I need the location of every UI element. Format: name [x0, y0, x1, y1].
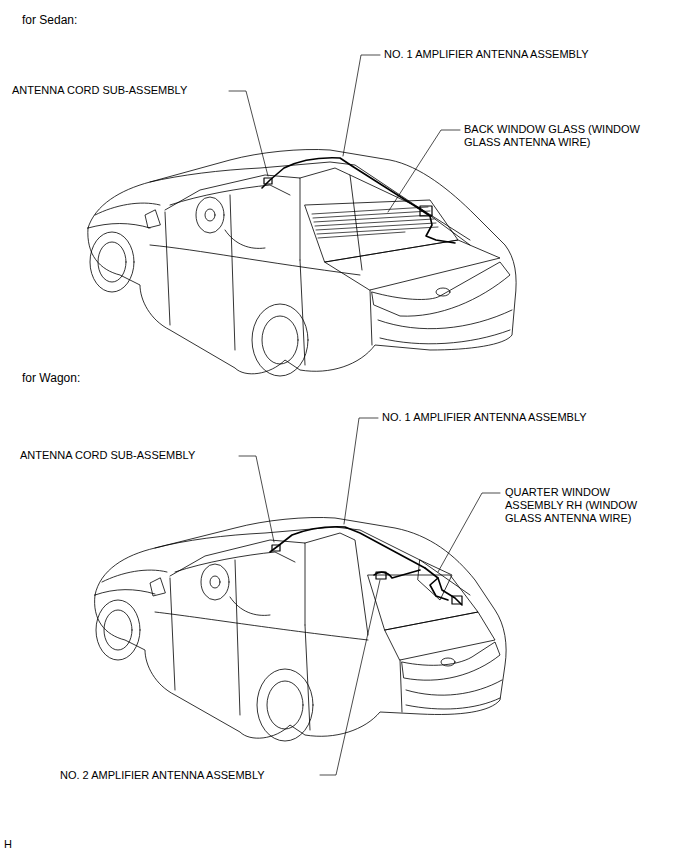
- section-heading: for Sedan:: [22, 14, 77, 27]
- part-label: NO. 1 AMPLIFIER ANTENNA ASSEMBLY: [382, 411, 587, 424]
- figure-code: H: [4, 838, 12, 851]
- sedan-car: [88, 55, 516, 376]
- section-heading: for Wagon:: [22, 372, 80, 385]
- part-label: NO. 1 AMPLIFIER ANTENNA ASSEMBLY: [384, 48, 589, 61]
- part-label: ANTENNA CORD SUB-ASSEMBLY: [20, 449, 195, 462]
- part-label: BACK WINDOW GLASS (WINDOW GLASS ANTENNA …: [464, 123, 669, 149]
- wagon-car: [95, 418, 507, 775]
- part-label: QUARTER WINDOW ASSEMBLY RH (WINDOW GLASS…: [505, 486, 655, 525]
- part-label: ANTENNA CORD SUB-ASSEMBLY: [12, 84, 187, 97]
- part-label: NO. 2 AMPLIFIER ANTENNA ASSEMBLY: [60, 769, 265, 782]
